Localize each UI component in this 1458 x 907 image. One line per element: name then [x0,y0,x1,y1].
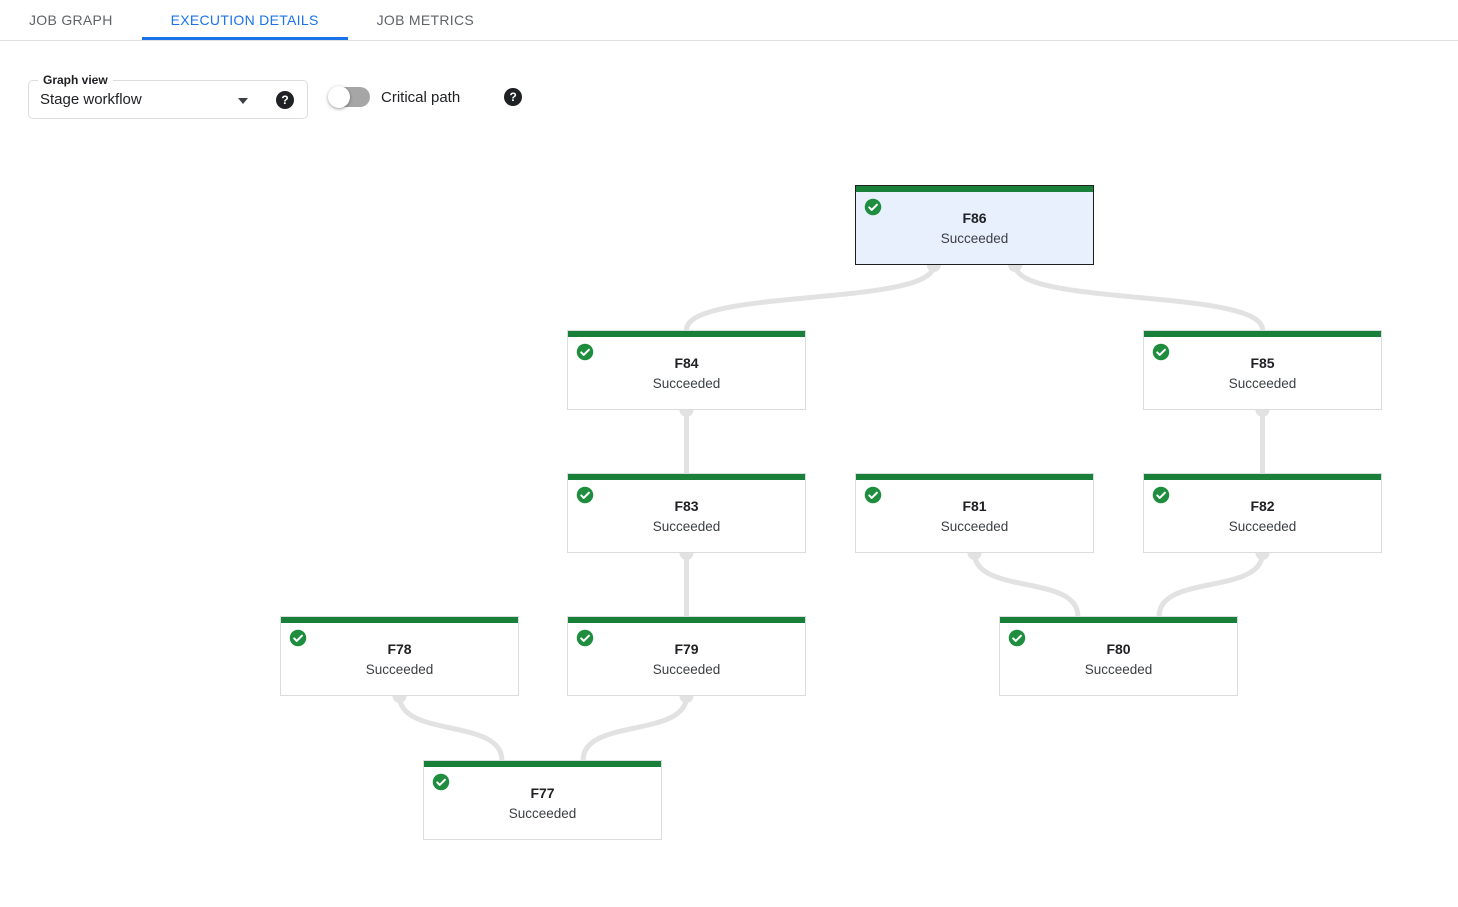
stage-status: Succeeded [1228,376,1297,391]
graph-view-help-icon[interactable]: ? [276,91,294,109]
stage-status-bar [568,617,805,623]
stage-status: Succeeded [652,376,721,391]
stage-status-bar [424,761,661,767]
stage-status-bar [1000,617,1237,623]
stage-status-bar [856,474,1093,480]
edge-F82-F80 [1156,552,1265,617]
caret-down-icon[interactable] [238,98,248,104]
stage-status-bar [1144,474,1381,480]
edge-F78-F77 [397,695,505,761]
check-circle-icon [289,629,307,647]
stage-status: Succeeded [652,662,721,677]
graph-view-select[interactable]: Graph view Stage workflow ? [28,73,308,119]
stage-status-bar [1144,331,1381,337]
edge-F86-F84 [684,264,937,331]
tab-job-metrics[interactable]: JOB METRICS [376,12,475,28]
stage-status: Succeeded [652,519,721,534]
stage-status: Succeeded [365,662,434,677]
stage-status: Succeeded [940,519,1009,534]
critical-path-toggle[interactable] [328,86,370,108]
stage-name: F81 [962,498,987,514]
stage-status: Succeeded [940,231,1009,246]
stage-status-bar [568,474,805,480]
stage-name: F77 [530,785,555,801]
stage-status: Succeeded [1228,519,1297,534]
stage-name: F86 [962,210,987,226]
graph-view-field-label: Graph view [38,73,113,87]
stage-name: F85 [1250,355,1275,371]
tab-execution-details[interactable]: EXECUTION DETAILS [141,0,348,40]
toggle-knob [328,86,350,108]
stage-status-bar [281,617,518,623]
edge-F79-F77 [580,695,689,761]
check-circle-icon [576,343,594,361]
tab-job-graph[interactable]: JOB GRAPH [29,12,113,28]
stage-name: F79 [674,641,699,657]
graph-view-selected-value: Stage workflow [40,91,142,108]
check-circle-icon [1152,343,1170,361]
stage-name: F84 [674,355,699,371]
check-circle-icon [1008,629,1026,647]
check-circle-icon [576,486,594,504]
check-circle-icon [864,486,882,504]
critical-path-label: Critical path [381,88,461,106]
critical-path-control: Critical path ? [328,86,523,108]
edge-F86-F85 [1012,264,1265,331]
stage-status-bar [856,186,1093,192]
stage-status: Succeeded [1084,662,1153,677]
stage-status-bar [568,331,805,337]
check-circle-icon [576,629,594,647]
critical-path-help-icon[interactable]: ? [504,88,523,106]
stage-name: F82 [1250,498,1275,514]
edge-F81-F80 [972,552,1081,617]
stage-name: F78 [387,641,412,657]
stage-name: F80 [1106,641,1131,657]
check-circle-icon [432,773,450,791]
check-circle-icon [1152,486,1170,504]
stage-status: Succeeded [508,806,577,821]
check-circle-icon [864,198,882,216]
tab-bar: JOB GRAPH EXECUTION DETAILS JOB METRICS [0,0,1458,41]
stage-name: F83 [674,498,699,514]
